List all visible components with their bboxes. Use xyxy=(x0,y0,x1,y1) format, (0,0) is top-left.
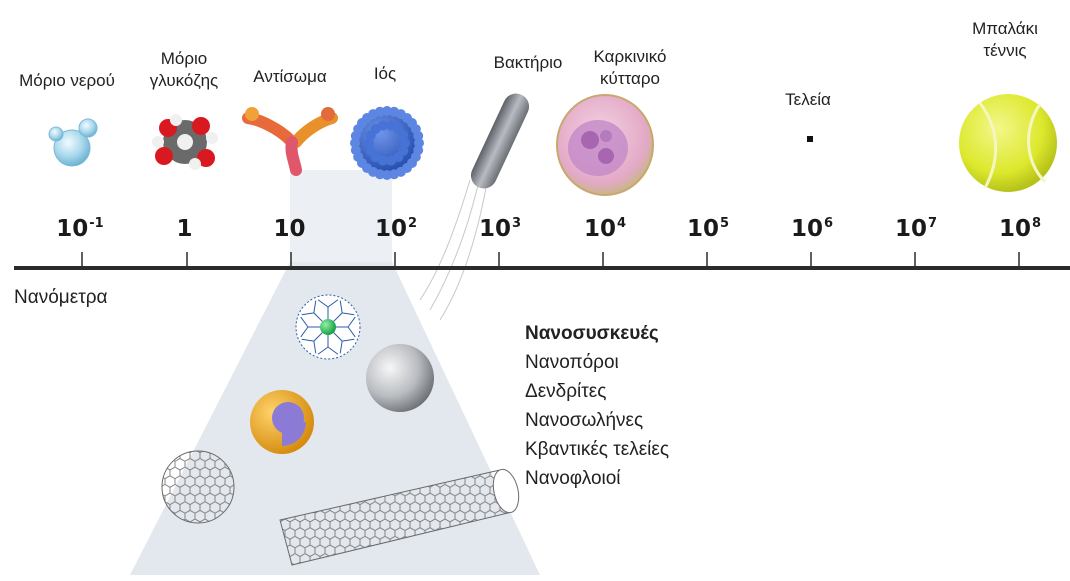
label-virus: Ιός xyxy=(360,63,410,85)
tick-label-5: 104 xyxy=(565,216,645,242)
tick-label-4: 103 xyxy=(460,216,540,242)
label-glucose-molecule: Μόριο γλυκόζης xyxy=(138,48,230,92)
tennis-ball-image xyxy=(959,94,1057,192)
tick-label-2: 10 xyxy=(250,216,330,242)
antibody-image xyxy=(245,107,335,170)
label-bacterium: Βακτήριο xyxy=(480,52,576,74)
bacterium-image xyxy=(467,89,534,192)
dendrimer-image xyxy=(296,295,360,359)
label-cancer-cell: Καρκινικό κύτταρο xyxy=(578,46,682,90)
nanodevices-list: Νανοσυσκευές Νανοπόροι Δενδρίτες Νανοσωλ… xyxy=(525,319,669,493)
label-antibody: Αντίσωμα xyxy=(238,66,342,88)
tick-label-7: 106 xyxy=(772,216,852,242)
bacterium-flagella xyxy=(420,180,486,320)
tick-label-0: 10-1 xyxy=(40,216,120,242)
axis-title: Νανόμετρα xyxy=(14,287,108,309)
nanodevice-item: Νανοφλοιοί xyxy=(525,464,669,493)
tick-label-3: 102 xyxy=(356,216,436,242)
nanodevice-item: Δενδρίτες xyxy=(525,377,669,406)
label-water-molecule: Μόριο νερού xyxy=(6,70,128,92)
nanodevices-heading: Νανοσυσκευές xyxy=(525,319,669,348)
axis-ticks xyxy=(82,252,1019,268)
nanodevice-item: Νανοπόροι xyxy=(525,348,669,377)
tick-label-1: 1 xyxy=(145,216,225,242)
tick-label-8: 107 xyxy=(876,216,956,242)
label-tennis-ball: Μπαλάκι τέννις xyxy=(950,18,1060,62)
nanoshell-sphere-image xyxy=(366,344,434,412)
tick-label-9: 108 xyxy=(980,216,1060,242)
tick-label-6: 105 xyxy=(668,216,748,242)
nanodevice-item: Κβαντικές τελείες xyxy=(525,435,669,464)
cancer-cell-image xyxy=(557,95,653,195)
virus-image xyxy=(350,106,424,180)
glucose-molecule-image xyxy=(152,114,218,170)
fullerene-image xyxy=(162,451,234,523)
quantum-dot-image xyxy=(250,390,314,454)
water-molecule-image xyxy=(49,119,97,166)
dot-image xyxy=(807,136,813,142)
nanodevice-item: Νανοσωλήνες xyxy=(525,406,669,435)
label-dot: Τελεία xyxy=(768,89,848,111)
